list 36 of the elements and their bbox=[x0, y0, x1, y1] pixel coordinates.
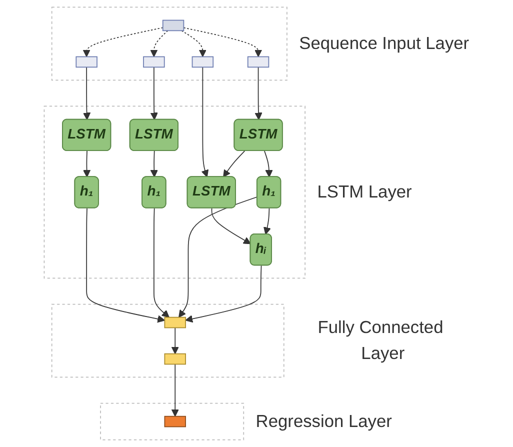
arrow bbox=[170, 364, 178, 417]
node-label: Fully Connected Layer bbox=[317, 318, 443, 364]
node-label: Regression Layer bbox=[255, 412, 392, 432]
node-box bbox=[162, 20, 184, 32]
arrow bbox=[150, 30, 168, 58]
node-box bbox=[191, 56, 214, 68]
node-box bbox=[164, 353, 186, 365]
node-box bbox=[75, 56, 97, 68]
arrow bbox=[178, 196, 258, 318]
node-label: Sequence Input Layer bbox=[298, 34, 469, 54]
node-box bbox=[246, 56, 269, 68]
arrow bbox=[82, 66, 90, 120]
arrow bbox=[170, 327, 178, 354]
arrow bbox=[264, 150, 272, 178]
arrow bbox=[150, 150, 158, 178]
arrow bbox=[82, 27, 163, 58]
cluster bbox=[50, 304, 284, 378]
arrow bbox=[263, 208, 270, 235]
arrow bbox=[210, 208, 250, 244]
node-box bbox=[142, 56, 164, 68]
arrow bbox=[200, 66, 208, 178]
cluster bbox=[50, 6, 287, 81]
arrow bbox=[254, 66, 262, 120]
arrow bbox=[180, 30, 206, 58]
node-box bbox=[164, 416, 186, 428]
arrow bbox=[184, 265, 262, 323]
arrow bbox=[82, 150, 90, 178]
arrow bbox=[153, 208, 169, 318]
node-box bbox=[164, 316, 186, 328]
arrow bbox=[150, 66, 158, 120]
cluster bbox=[43, 106, 305, 279]
cluster bbox=[100, 402, 244, 440]
node-label: LSTM Layer bbox=[316, 182, 412, 202]
arrow bbox=[222, 150, 245, 178]
arrow bbox=[86, 208, 165, 323]
arrow bbox=[182, 27, 262, 58]
